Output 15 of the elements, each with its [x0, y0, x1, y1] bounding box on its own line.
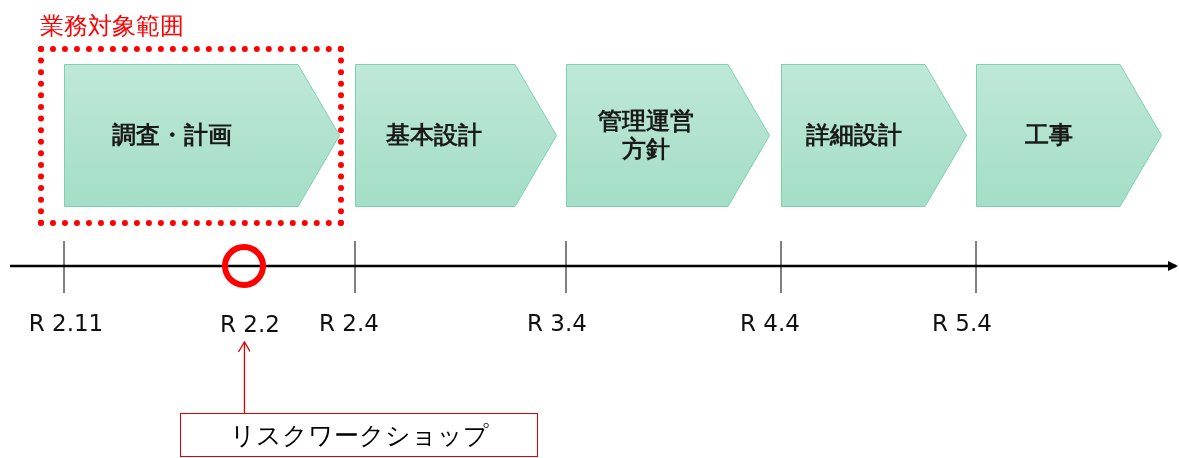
date-label: R 2.11 — [28, 310, 104, 336]
date-label: R 2.4 — [319, 310, 379, 336]
phase-banner: 基本設計 — [355, 64, 557, 207]
phase-banner: 調査・計画 — [64, 64, 340, 207]
milestone-circle — [222, 244, 266, 288]
phase-banner: 管理運営方針 — [566, 64, 770, 207]
arrow — [237, 341, 252, 414]
phase-banner: 工事 — [976, 64, 1162, 207]
date-label: R 3.4 — [527, 310, 587, 336]
note-box: リスクワークショップ — [180, 413, 538, 457]
date-label: R 2.2 — [214, 308, 286, 340]
date-label: R 5.4 — [932, 310, 992, 336]
scope-heading: 業務対象範囲 — [40, 11, 184, 42]
phase-banner: 詳細設計 — [781, 64, 967, 207]
date-label: R 4.4 — [740, 310, 800, 336]
